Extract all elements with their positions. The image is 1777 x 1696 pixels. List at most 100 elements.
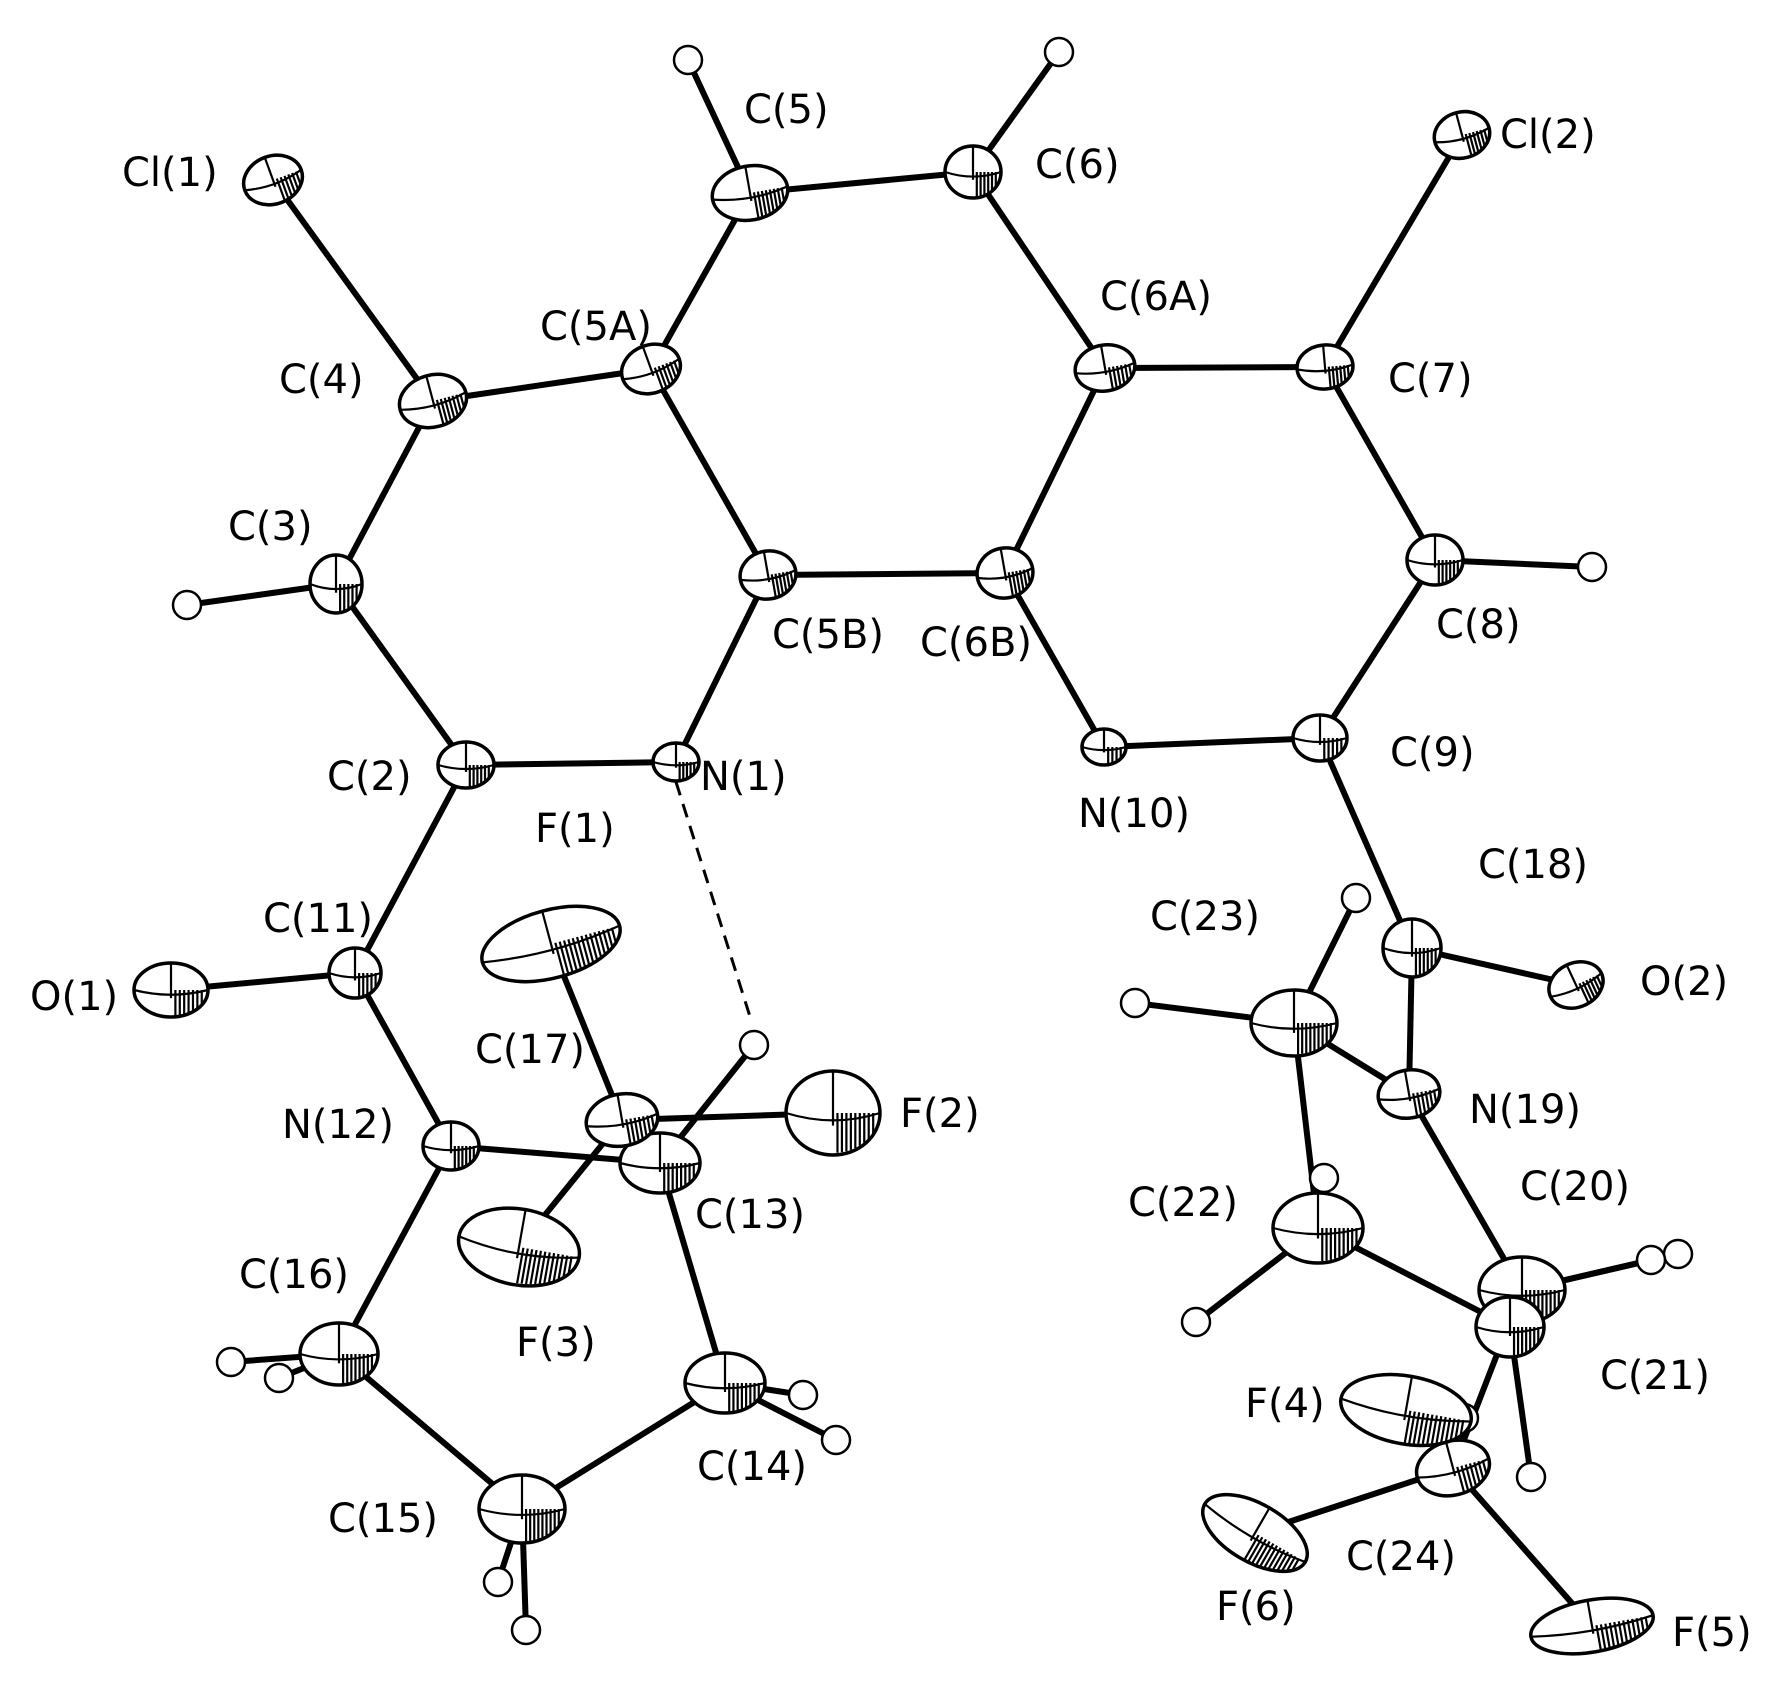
atom-c7-ellipsoid: [1295, 343, 1355, 391]
atom-c18-ellipsoid: [1381, 917, 1443, 979]
bond-n10-c9: [1101, 735, 1323, 750]
atom-n1-ellipsoid: [651, 741, 701, 783]
atom-c9-ellipsoid: [1291, 713, 1349, 763]
bond-c2-n1: [463, 759, 679, 768]
atom-label-c6: C(6): [1035, 142, 1120, 188]
atom-c3-ellipsoid: [308, 553, 364, 615]
bond-c14-c13: [657, 1160, 728, 1386]
bond-n19-c20: [1406, 1091, 1525, 1293]
hydrogen-atom: [1043, 36, 1075, 68]
atom-c13-ellipsoid: [618, 1131, 702, 1195]
bond-c5a-c5: [648, 190, 753, 372]
atom-label-c18: C(18): [1478, 842, 1588, 888]
hydrogen-atom: [1515, 1461, 1547, 1493]
hydrogen-bond: [674, 781, 754, 1024]
atom-c2-ellipsoid: [436, 740, 496, 790]
bond-c7-cl2: [1322, 132, 1465, 370]
atom-label-n12: N(12): [282, 1102, 394, 1148]
atom-label-f4: F(4): [1245, 1381, 1325, 1427]
atom-label-c14: C(14): [697, 1444, 807, 1490]
atom-c5a-ellipsoid: [619, 342, 683, 396]
atom-label-f5: F(5): [1672, 1610, 1752, 1656]
bond-c3-c2: [333, 581, 469, 768]
atom-f5-ellipsoid: [1529, 1596, 1655, 1656]
atom-o1-ellipsoid: [132, 961, 210, 1019]
atom-label-c21: C(21): [1600, 1353, 1710, 1399]
atoms-layer: [132, 109, 1655, 1656]
atom-cl2-ellipsoid: [1432, 109, 1492, 161]
bond-n1-c5b: [673, 572, 771, 765]
atom-label-c22: C(22): [1128, 1180, 1238, 1226]
atom-c6a-ellipsoid: [1073, 343, 1137, 393]
bond-c4-c3: [333, 398, 436, 587]
atom-cl1-ellipsoid: [241, 153, 305, 207]
atom-n12-ellipsoid: [421, 1120, 481, 1172]
atom-c14-ellipsoid: [683, 1351, 767, 1415]
bond-c9-c8: [1317, 557, 1438, 741]
hydrogen-atom: [1662, 1238, 1694, 1270]
atom-f4-ellipsoid: [1338, 1372, 1474, 1448]
hydrogen-atom: [1635, 1244, 1667, 1276]
atom-label-c5: C(5): [744, 87, 829, 133]
atom-label-o2: O(2): [1640, 959, 1728, 1005]
atom-c15-ellipsoid: [477, 1473, 567, 1545]
bonds-layer: [168, 49, 1681, 1633]
hydrogen-atom: [510, 1614, 542, 1646]
labels-layer: Cl(1)Cl(2)C(2)C(3)C(4)C(5)C(5A)C(5B)C(6)…: [30, 87, 1752, 1656]
atom-label-f6: F(6): [1216, 1584, 1296, 1630]
hydrogen-atom: [263, 1362, 295, 1394]
bond-c8-c7: [1322, 364, 1438, 563]
bond-c5b-c6b: [765, 570, 1008, 578]
atom-label-c17: C(17): [475, 1027, 585, 1073]
atom-f2-ellipsoid: [784, 1069, 882, 1157]
atom-label-c3: C(3): [228, 504, 313, 550]
atom-c6-ellipsoid: [943, 144, 1003, 200]
atom-label-c9: C(9): [1390, 730, 1475, 776]
atom-label-c23: C(23): [1150, 894, 1260, 940]
atom-label-c6b: C(6B): [920, 620, 1032, 666]
atom-c6b-ellipsoid: [975, 546, 1035, 600]
atom-c23-ellipsoid: [1249, 988, 1339, 1058]
hydrogen-atom: [1340, 882, 1372, 914]
atom-o2-ellipsoid: [1547, 960, 1605, 1010]
atom-f3-ellipsoid: [456, 1206, 582, 1288]
atom-c24-ellipsoid: [1414, 1438, 1492, 1498]
atom-label-cl1: Cl(1): [122, 150, 218, 196]
bond-c6a-c7: [1102, 364, 1328, 371]
bond-cl1-c4: [270, 177, 436, 404]
atom-label-c13: C(13): [695, 1192, 805, 1238]
atom-label-c11: C(11): [263, 896, 373, 942]
bond-c2-c11: [352, 762, 469, 976]
atom-c22-ellipsoid: [1271, 1191, 1365, 1265]
atom-label-c5b: C(5B): [772, 612, 884, 658]
atom-label-f3: F(3): [516, 1320, 596, 1366]
hydrogen-atom: [215, 1346, 247, 1378]
atom-label-n10: N(10): [1078, 791, 1190, 837]
hydrogen-atom: [738, 1029, 770, 1061]
bond-c6a-c6b: [1002, 365, 1108, 576]
atom-label-c4: C(4): [279, 357, 364, 403]
hydrogen-atom: [1576, 551, 1608, 583]
atom-c8-ellipsoid: [1405, 533, 1465, 587]
bond-c6-c6a: [970, 169, 1108, 371]
bond-c4-c5a: [430, 366, 654, 404]
atom-label-f1: F(1): [535, 806, 615, 852]
atom-label-cl2: Cl(2): [1500, 112, 1596, 158]
atom-label-o1: O(1): [30, 974, 118, 1020]
atom-label-c24: C(24): [1346, 1534, 1456, 1580]
hydrogen-atom: [1119, 987, 1151, 1019]
hydrogen-atom: [482, 1566, 514, 1598]
hydrogen-atom: [1308, 1162, 1340, 1194]
atom-c11-ellipsoid: [327, 946, 383, 1000]
atom-label-c8: C(8): [1436, 602, 1521, 648]
atom-c21-ellipsoid: [1474, 1295, 1546, 1359]
hydrogen-atoms-layer: [171, 36, 1694, 1646]
atom-n19-ellipsoid: [1376, 1068, 1442, 1120]
atom-n10-ellipsoid: [1080, 727, 1128, 767]
atom-c5b-ellipsoid: [738, 549, 798, 601]
atom-c4-ellipsoid: [397, 372, 469, 430]
atom-label-n19: N(19): [1469, 1087, 1581, 1133]
bond-c24-f5: [1450, 1465, 1595, 1629]
atom-f6-ellipsoid: [1200, 1492, 1310, 1574]
hydrogen-atom: [820, 1424, 852, 1456]
